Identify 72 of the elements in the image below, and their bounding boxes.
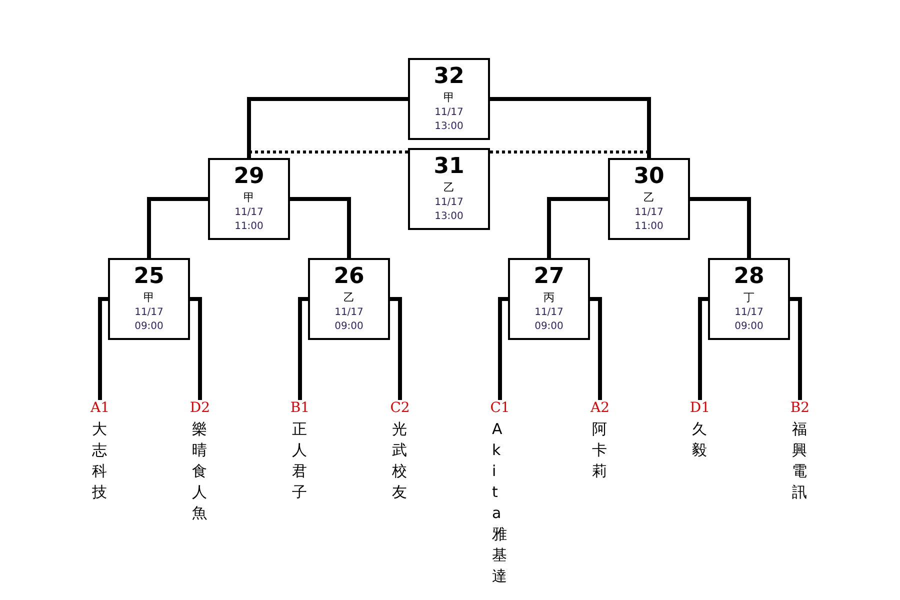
bracket-line (98, 297, 108, 400)
date-text: 11/17 (334, 306, 364, 320)
date-text: 11/17 (434, 106, 464, 120)
bracket-line (790, 297, 802, 400)
match-number: 26 (334, 264, 364, 290)
stage-label: 丁 (744, 290, 754, 306)
bracket-line (498, 297, 508, 400)
dotted-line (490, 150, 650, 158)
match-box (308, 258, 390, 340)
date-text: 11/17 (434, 196, 464, 210)
stage-label: 丙 (544, 290, 554, 306)
stage-label: 甲 (444, 90, 454, 106)
stage-label: 乙 (344, 290, 354, 306)
team-name: 光武校友 (392, 419, 408, 503)
time-text: 13:00 (434, 210, 464, 224)
match-box (108, 258, 190, 340)
bracket-line (690, 197, 751, 258)
seed-label: C2 (390, 400, 410, 416)
team-name: 大志科技 (92, 419, 108, 503)
match-number: 28 (734, 264, 764, 290)
stage-label: 甲 (144, 290, 154, 306)
match-number: 25 (134, 264, 164, 290)
time-text: 11:00 (234, 220, 264, 234)
match-number: 27 (534, 264, 564, 290)
date-text: 11/17 (634, 206, 664, 220)
match-box (608, 158, 690, 240)
team-name: 樂晴食人魚 (192, 419, 208, 524)
team-name: 正人君子 (292, 419, 308, 503)
bracket-line (147, 197, 208, 258)
time-text: 09:00 (134, 320, 164, 334)
seed-label: B1 (290, 400, 310, 416)
team-name: 阿卡莉 (592, 419, 608, 482)
team-name: 福興電訊 (792, 419, 808, 503)
match-number: 31 (434, 154, 464, 180)
time-text: 11:00 (634, 220, 664, 234)
date-text: 11/17 (734, 306, 764, 320)
date-text: 11/17 (534, 306, 564, 320)
team-name: 久毅 (692, 419, 708, 461)
time-text: 09:00 (734, 320, 764, 334)
seed-label: B2 (790, 400, 810, 416)
dotted-line (248, 150, 408, 158)
match-box (508, 258, 590, 340)
time-text: 09:00 (334, 320, 364, 334)
match-number: 32 (434, 64, 464, 90)
match-box (208, 158, 290, 240)
stage-label: 乙 (444, 180, 454, 196)
team-name: Akita雅基達 (492, 419, 508, 587)
date-text: 11/17 (134, 306, 164, 320)
bracket-line (547, 197, 608, 258)
match-number: 30 (634, 164, 664, 190)
bracket-line (290, 197, 351, 258)
seed-label: D1 (690, 400, 710, 416)
bracket-line (590, 297, 602, 400)
seed-label: D2 (190, 400, 210, 416)
bracket-line (298, 297, 308, 400)
time-text: 09:00 (534, 320, 564, 334)
bracket-line (247, 97, 408, 158)
bracket-line (190, 297, 202, 400)
match-box (408, 58, 490, 140)
bracket-line (490, 97, 651, 158)
seed-label: C1 (490, 400, 510, 416)
seed-label: A2 (590, 400, 610, 416)
stage-label: 甲 (244, 190, 254, 206)
match-box (408, 148, 490, 230)
seed-label: A1 (90, 400, 110, 416)
bracket-line (698, 297, 708, 400)
match-number: 29 (234, 164, 264, 190)
bracket-line (390, 297, 402, 400)
stage-label: 乙 (644, 190, 654, 206)
match-box (708, 258, 790, 340)
date-text: 11/17 (234, 206, 264, 220)
time-text: 13:00 (434, 120, 464, 134)
